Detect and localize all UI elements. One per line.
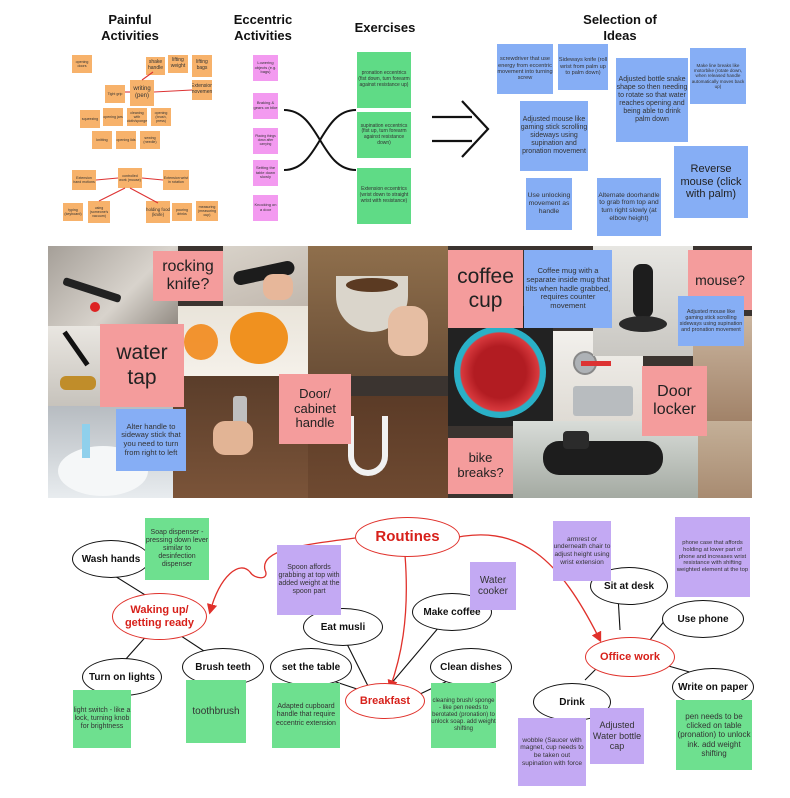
- eccentric-note: Lowering objects (e.g. bags): [253, 55, 278, 81]
- cleaning-brush-note: cleaning brush/ sponge - like pen needs …: [431, 683, 496, 748]
- idea-note: Reverse mouse (click with palm): [674, 146, 748, 218]
- soap-dispenser-note: Soap dispenser - pressing down lever sim…: [145, 518, 209, 580]
- wobble-note: wobble (Saucer with magnet, cup needs to…: [518, 718, 586, 786]
- water-tap-label: water tap: [100, 324, 184, 407]
- door-lever-photo: [698, 421, 752, 498]
- coffee-cup-label: coffee cup: [448, 250, 523, 328]
- wash-hands-node: Wash hands: [72, 540, 150, 578]
- spoon-note: Spoon affords grabbing at top with added…: [277, 545, 341, 615]
- idea-note: Sideways knife (roll wrist from palm up …: [558, 44, 608, 90]
- eccentric-note: Knocking on a door: [253, 195, 278, 221]
- idea-note: Adjusted mouse like gaming stick scrolli…: [520, 101, 588, 171]
- painful-note: Extension hand motions: [72, 170, 96, 190]
- painful-note: Extension wrist in rotation: [163, 170, 189, 190]
- set-the-table-node: set the table: [270, 648, 352, 686]
- door-locker-label: Door locker: [642, 366, 707, 436]
- painful-activities-connectors: [95, 71, 193, 204]
- painful-note: using (someone's vacuum): [88, 201, 110, 223]
- waking-up-node: Waking up/ getting ready: [112, 593, 207, 640]
- painful-note: lifting weight: [168, 55, 188, 73]
- bottle-cap-note: Adjusted Water bottle cap: [590, 708, 644, 764]
- painful-note: lifting bags: [192, 55, 212, 77]
- water-cooker-note: Water cooker: [470, 562, 516, 610]
- painful-note: pouring drinks: [172, 203, 192, 221]
- water-tap-idea-note: Alter handle to sideway stick that you n…: [116, 409, 186, 471]
- use-phone-node: Use phone: [662, 600, 744, 638]
- photo-collage: rocking knife? coffee cup Coffee mug wit…: [48, 246, 752, 498]
- light-switch-note: light switch - like a lock, turning knob…: [73, 690, 131, 748]
- painful-note: opening lids: [116, 131, 136, 149]
- implies-arrow-icon: [432, 100, 490, 158]
- exercise-note: supination eccentrics (fist up, turn for…: [357, 112, 411, 158]
- painful-note: controlled work (mouse): [118, 168, 142, 188]
- brush-teeth-node: Brush teeth: [182, 648, 264, 686]
- office-work-node: Office work: [585, 637, 675, 677]
- idea-note: Adjusted bottle snake shape so then need…: [616, 58, 688, 142]
- idea-note: screwdriver that use energy from eccentr…: [497, 44, 553, 94]
- orange-photo: [178, 306, 308, 376]
- hook-photo: [308, 396, 448, 498]
- pen-note: pen needs to be clicked on table (pronat…: [676, 700, 752, 770]
- door-cabinet-handle-label: Door/ cabinet handle: [279, 374, 351, 444]
- painful-note: holding food (knife): [146, 201, 170, 223]
- painful-note: measuring (measuring cup): [196, 201, 218, 221]
- crossing-arrows-icon: [283, 109, 357, 171]
- cupboard-handle-note: Adapted cupboard handle that require ecc…: [272, 683, 340, 748]
- painful-note: opening doors: [72, 55, 92, 73]
- eccentric-note: Setting the table down slowly: [253, 160, 278, 186]
- header-painful-activities: Painful Activities: [101, 12, 159, 43]
- idea-note: Make line breaks like motorbike (rotate …: [690, 48, 746, 104]
- exercise-note: Extension eccentrics (wrist down to stra…: [357, 168, 411, 224]
- painful-note: typing (keyboard): [63, 203, 83, 221]
- painful-note: squeezing: [80, 110, 100, 128]
- coffee-cup-idea-note: Coffee mug with a separate inside mug th…: [524, 250, 612, 328]
- idea-note: Alternate doorhandle to grab from top an…: [597, 178, 661, 236]
- routines-center-node: Routines: [355, 517, 460, 557]
- exercise-note: pronation eccentrics (fist down, turn fo…: [357, 52, 411, 108]
- armrest-note: armrest or underneath chair to adjust he…: [553, 521, 611, 581]
- turn-on-lights-node: Turn on lights: [82, 658, 162, 696]
- header-exercises: Exercises: [354, 20, 416, 35]
- write-on-paper-node: Write on paper: [672, 668, 754, 706]
- eccentric-note: Placing things down after carrying: [253, 128, 278, 154]
- coffee-bowl-photo: [308, 246, 448, 376]
- painful-note: Tight grip: [105, 85, 125, 103]
- mouse-idea-note: Adjusted mouse like gaming stick scrolli…: [678, 296, 744, 346]
- breakfast-node: Breakfast: [345, 683, 425, 719]
- painful-note: sewing (needle): [140, 131, 160, 149]
- painful-note: cleaning with cloth/sponge: [127, 108, 147, 126]
- clean-dishes-node: Clean dishes: [430, 648, 512, 686]
- painful-note: Extension movement: [192, 80, 212, 100]
- header-eccentric-activities: Eccentric Activities: [233, 12, 293, 43]
- painful-note: opening (brush, press): [151, 108, 171, 126]
- rocking-knife-label: rocking knife?: [153, 251, 223, 301]
- painful-note: writing (pen): [130, 80, 154, 106]
- eccentric-note: Braking & gears on bike: [253, 93, 278, 119]
- painful-note: knitting: [92, 131, 112, 149]
- painful-note: shake handle: [146, 57, 165, 75]
- painful-note: opening jars: [103, 108, 123, 126]
- idea-note: Use unlocking movement as handle: [526, 178, 572, 230]
- phone-case-note: phone case that affords holding at lower…: [675, 517, 750, 597]
- header-selection-of-ideas: Selection of Ideas: [583, 12, 657, 43]
- bike-breaks-label: bike breaks?: [448, 438, 513, 494]
- toothbrush-note: toothbrush: [186, 680, 246, 743]
